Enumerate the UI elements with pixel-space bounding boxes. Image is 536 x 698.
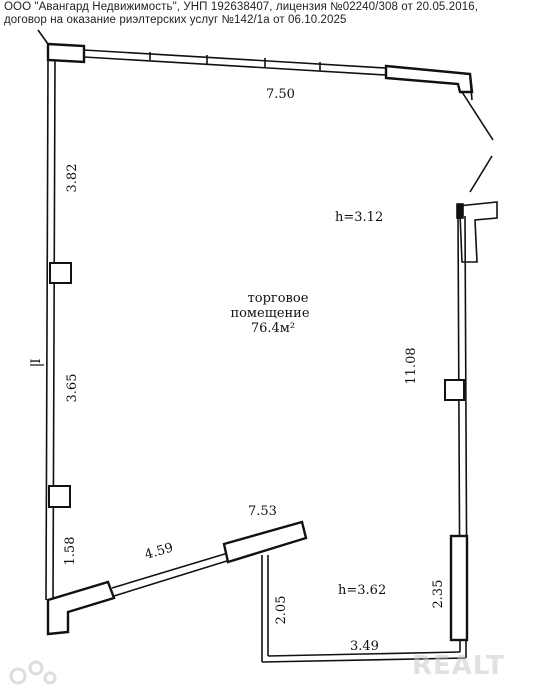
top-right-pier	[384, 64, 474, 94]
diagonal-wall-outer	[111, 552, 229, 589]
right-recess	[457, 201, 498, 263]
right-column	[444, 379, 465, 401]
right-lower-pier	[449, 534, 469, 642]
dim-top-wall: 7.50	[266, 87, 295, 102]
door-leaf	[469, 155, 493, 193]
dim-annex-bottom: 3.49	[350, 639, 379, 654]
header-line-1: ООО "Авангард Недвижимость", УНП 1926384…	[4, 1, 479, 13]
diagonal-wall-inner	[113, 559, 231, 597]
annex-bottom-outer	[261, 657, 467, 663]
room-area: 76.4м²	[251, 321, 295, 336]
top-wall-inner	[83, 56, 387, 76]
walls	[30, 29, 498, 663]
left-wall-inner	[52, 59, 56, 601]
dim-left-lower: 1.58	[63, 537, 78, 566]
left-column-lower	[48, 485, 71, 508]
room-name-line2: помещение	[230, 306, 309, 321]
pier-break	[37, 29, 49, 45]
dim-annex-left: 2.05	[274, 596, 289, 625]
header-line-2: договор на оказание риэлтерских услуг №1…	[4, 14, 347, 26]
height-annex-label: h=3.62	[338, 583, 386, 598]
dim-left-upper: 3.82	[65, 164, 80, 193]
room-name-line1: торговое	[248, 291, 309, 306]
watermark-text: REALT	[412, 651, 505, 681]
corner-return	[469, 77, 473, 101]
diagonal-pier	[222, 520, 308, 564]
dim-right-lower: 2.35	[431, 580, 446, 609]
dim-diagonal-short: 4.59	[143, 540, 175, 562]
left-wall-outer	[45, 59, 49, 601]
right-wall-cap	[456, 203, 464, 219]
top-left-pier	[46, 42, 86, 64]
section-mark: I	[29, 358, 44, 363]
dim-diagonal-long: 7.53	[248, 504, 277, 519]
annex-bottom-inner	[267, 651, 461, 657]
height-main-label: h=3.12	[335, 210, 383, 225]
bottom-left-pier	[46, 580, 116, 636]
dim-right-wall: 11.08	[404, 347, 419, 384]
left-column-upper	[49, 262, 72, 284]
watermark-logo-icon	[9, 660, 57, 685]
dim-left-middle: 3.65	[65, 374, 80, 403]
top-wall-outer	[83, 49, 387, 69]
door-leaf	[461, 91, 494, 141]
